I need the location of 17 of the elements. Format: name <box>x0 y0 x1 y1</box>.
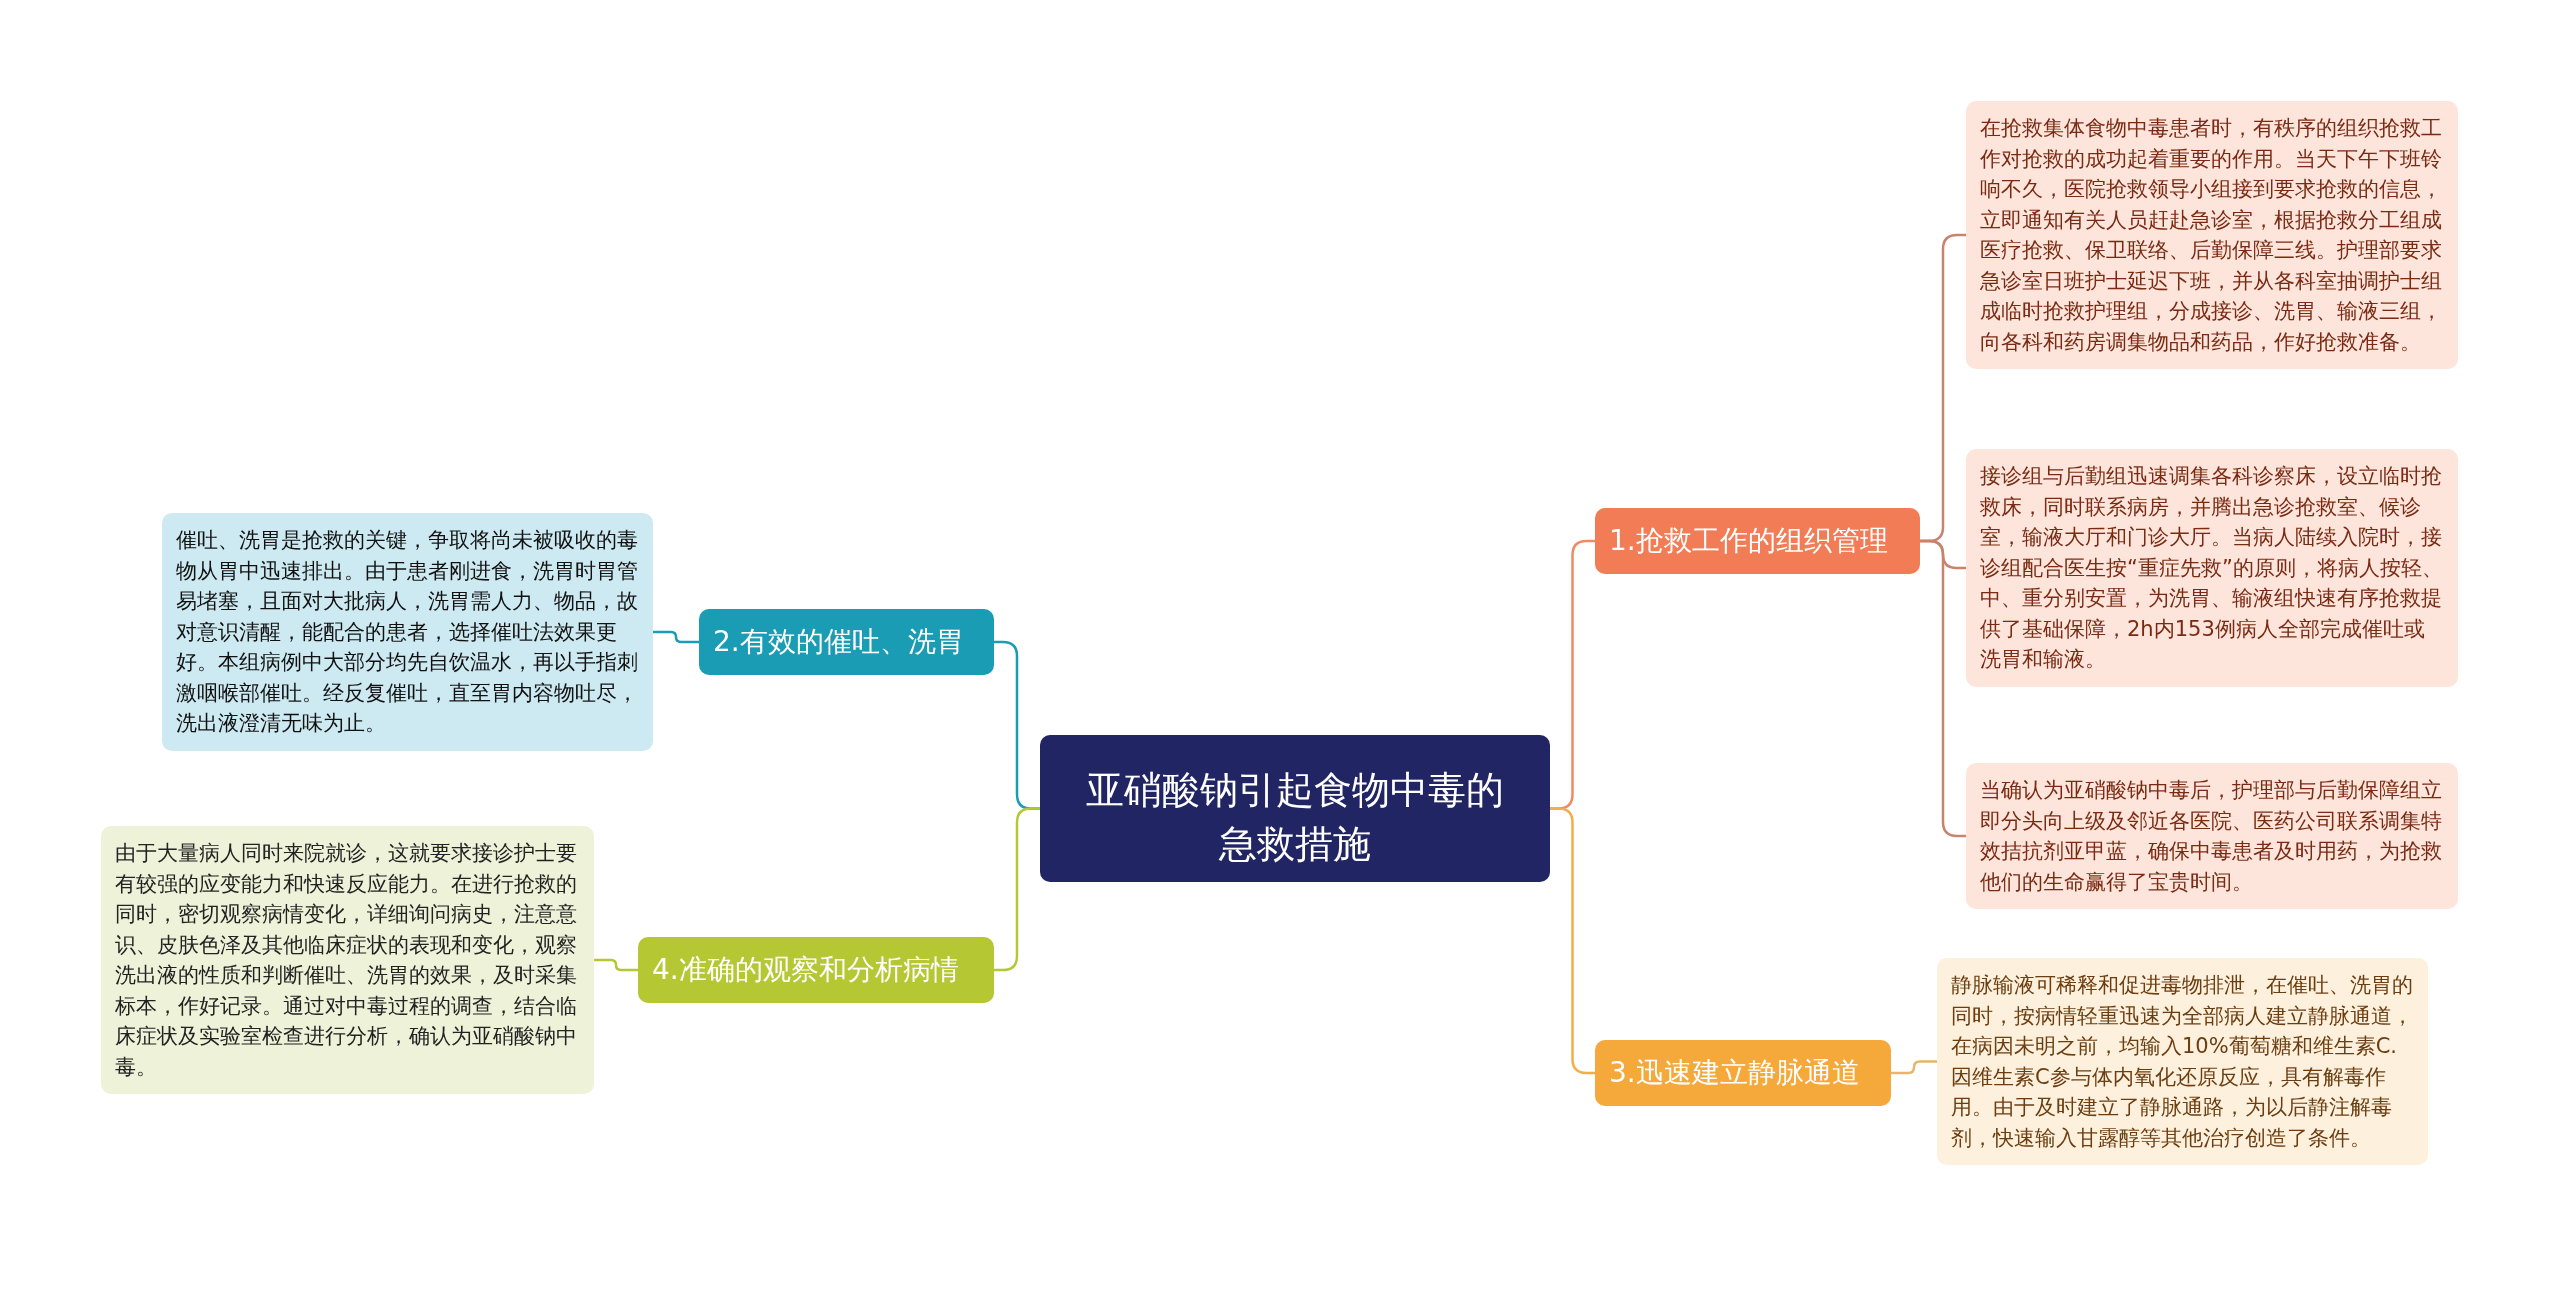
branch-box: 1.抢救工作的组织管理 <box>1595 508 1920 574</box>
connector-line <box>1550 807 1595 1075</box>
branch-box: 4.准确的观察和分析病情 <box>638 937 994 1003</box>
connector-line <box>653 630 699 644</box>
note-box: 由于大量病人同时来院就诊，这就要求接诊护士要有较强的应变能力和快速反应能力。在进行抢救的同时，密切观察病情变化，详细询问病史，注意意识、皮肤色泽及其他临床症状的表现和变化，观察洗出液的性质和判断催吐、洗胃的效果，及时采集标本，作好记录。通过对中毒过程的调查，结合临床症状及实验室检查进行分析，确认为亚硝酸钠中毒。 <box>101 826 594 1094</box>
connector-line <box>594 958 638 972</box>
note-box: 接诊组与后勤组迅速调集各科诊察床，设立临时抢救床，同时联系病房，并腾出急诊抢救室、候诊室，输液大厅和门诊大厅。当病人陆续入院时，接诊组配合医生按“重症先救”的原则，将病人按轻、中、重分别安置，为洗胃、输液组快速有序抢救提供了基础保障，2h内153例病人全部完成催吐或洗胃和输液。 <box>1966 449 2458 687</box>
connector-line <box>1891 1060 1937 1075</box>
note-box: 在抢救集体食物中毒患者时，有秩序的组织抢救工作对抢救的成功起着重要的作用。当天下午下班铃响不久，医院抢救领导小组接到要求抢救的信息，立即通知有关人员赶赴急诊室，根据抢救分工组成医疗抢救、保卫联络、后勤保障三线。护理部要求急诊室日班护士延迟下班，并从各科室抽调护士组成临时抢救护理组，分成接诊、洗胃、输液三组，向各科和药房调集物品和药品，作好抢救准备。 <box>1966 101 2458 369</box>
branch-box: 3.迅速建立静脉通道 <box>1595 1040 1891 1106</box>
note-box: 静脉输液可稀释和促进毒物排泄，在催吐、洗胃的同时，按病情轻重迅速为全部病人建立静脉通道，在病因未明之前，均输入10%葡萄糖和维生素C.因维生素C参与体内氧化还原反应，具有解毒作用。由于及时建立了静脉通路，为以后静注解毒剂，快速输入甘露醇等其他治疗创造了条件。 <box>1937 958 2428 1165</box>
connector-line <box>1920 539 1966 838</box>
branch-box: 2.有效的催吐、洗胃 <box>699 609 994 675</box>
topic-box: 亚硝酸钠引起食物中毒的急救措施 <box>1040 735 1550 882</box>
note-box: 当确认为亚硝酸钠中毒后，护理部与后勤保障组立即分头向上级及邻近各医院、医药公司联系调集特效拮抗剂亚甲蓝，确保中毒患者及时用药，为抢救他们的生命赢得了宝贵时间。 <box>1966 763 2458 909</box>
note-box: 催吐、洗胃是抢救的关键，争取将尚未被吸收的毒物从胃中迅速排出。由于患者刚进食，洗胃时胃管易堵塞，且面对大批病人，洗胃需人力、物品，故对意识清醒，能配合的患者，选择催吐法效果更好。本组病例中大部分均先自饮温水，再以手指刺激咽喉部催吐。经反复催吐，直至胃内容物吐尽，洗出液澄清无味为止。 <box>162 513 653 751</box>
connector-line <box>994 807 1040 972</box>
